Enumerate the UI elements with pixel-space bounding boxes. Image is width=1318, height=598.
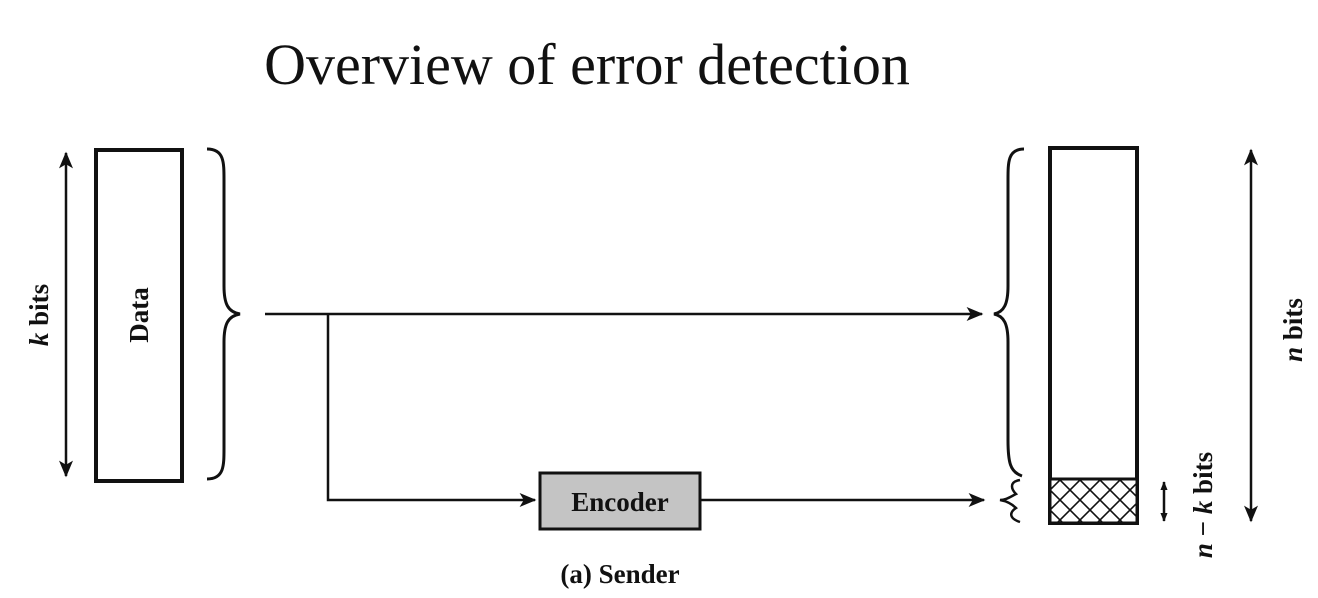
data-to-encoder-line xyxy=(326,314,537,507)
codeword-block xyxy=(1048,146,1139,525)
encoder-box xyxy=(538,471,702,531)
checkbits-brace xyxy=(999,478,1021,524)
k-unit: bits xyxy=(24,284,54,333)
data-block xyxy=(94,148,184,483)
page-title: Overview of error detection xyxy=(264,32,910,97)
k-variable: k xyxy=(24,332,54,346)
k-variable-small: k xyxy=(1188,500,1218,514)
n-minus-k-bits-label: n − k bits xyxy=(1188,452,1218,558)
n-minus-k-unit: bits xyxy=(1188,452,1218,501)
k-bits-label: k bits xyxy=(24,284,54,346)
check-bits-region xyxy=(1048,477,1139,525)
data-block-label: Data xyxy=(124,287,154,343)
figure-caption: (a) Sender xyxy=(560,559,679,589)
data-brace xyxy=(206,147,241,481)
n-unit: bits xyxy=(1278,298,1308,347)
n-bits-label: n bits xyxy=(1278,298,1308,362)
n-variable-small: n xyxy=(1188,543,1218,558)
encoder-label: Encoder xyxy=(571,487,669,517)
codeword-brace xyxy=(993,147,1025,478)
n-variable: n xyxy=(1278,347,1308,362)
minus-operator: − xyxy=(1188,514,1218,543)
